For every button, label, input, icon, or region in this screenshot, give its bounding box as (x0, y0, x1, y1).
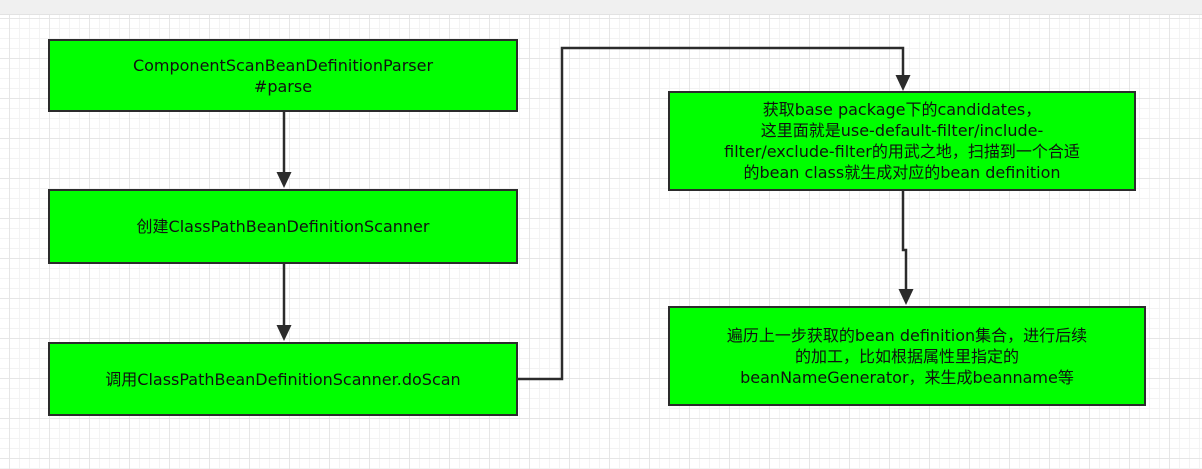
node-get-candidates[interactable]: 获取base package下的candidates， 这里面就是use-def… (668, 91, 1136, 191)
node-create-scanner-label: 创建ClassPathBeanDefinitionScanner (136, 217, 430, 236)
node-component-scan-parser[interactable]: ComponentScanBeanDefinitionParser #parse (48, 39, 518, 112)
node-post-process-label: 遍历上一步获取的bean definition集合，进行后续 的加工，比如根据属… (726, 325, 1088, 387)
node-post-process[interactable]: 遍历上一步获取的bean definition集合，进行后续 的加工，比如根据属… (668, 306, 1146, 406)
node-do-scan-label: 调用ClassPathBeanDefinitionScanner.doScan (105, 369, 461, 389)
node-do-scan[interactable]: 调用ClassPathBeanDefinitionScanner.doScan (48, 342, 518, 416)
node-component-scan-parser-label: ComponentScanBeanDefinitionParser #parse (132, 55, 434, 96)
toolbar-strip (0, 0, 1202, 15)
node-get-candidates-label: 获取base package下的candidates， 这里面就是use-def… (724, 100, 1080, 182)
node-create-scanner[interactable]: 创建ClassPathBeanDefinitionScanner (48, 189, 518, 264)
